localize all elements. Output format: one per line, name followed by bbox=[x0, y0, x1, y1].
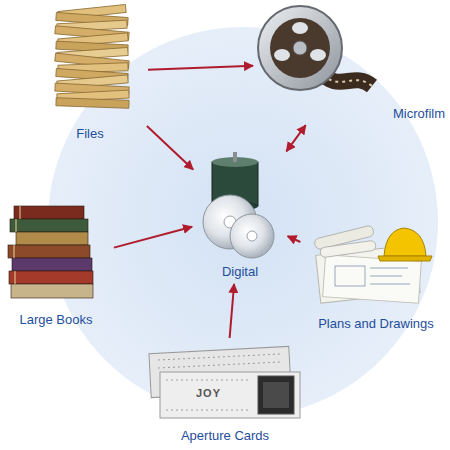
microfilm-reel bbox=[258, 6, 372, 90]
flow-arrow bbox=[286, 125, 305, 151]
flow-arrow bbox=[288, 236, 301, 242]
source-node: Large Books bbox=[2, 198, 110, 328]
background-circle bbox=[48, 27, 438, 417]
files-stack bbox=[55, 4, 129, 108]
book-stack bbox=[8, 206, 93, 298]
node-label: Microfilm bbox=[257, 106, 448, 122]
source-node: Microfilm bbox=[257, 2, 448, 122]
plans-drawings bbox=[314, 225, 432, 303]
flow-arrow bbox=[114, 227, 192, 248]
source-node: Files bbox=[36, 2, 144, 142]
cd-stack bbox=[203, 152, 274, 258]
flow-arrow bbox=[147, 126, 193, 170]
node-label: Digital bbox=[196, 264, 284, 280]
card-label: JOY bbox=[196, 387, 221, 399]
node-label: Plans and Drawings bbox=[304, 316, 448, 332]
source-node: Aperture Cards bbox=[136, 342, 314, 444]
aperture-cards bbox=[149, 346, 300, 418]
flow-arrow bbox=[148, 66, 253, 70]
source-node: Plans and Drawings bbox=[304, 222, 448, 332]
node-label: Aperture Cards bbox=[136, 428, 314, 444]
source-node: Digital bbox=[196, 148, 284, 280]
flow-arrow bbox=[230, 284, 235, 338]
node-label: Large Books bbox=[2, 312, 110, 328]
node-label: Files bbox=[36, 126, 144, 142]
